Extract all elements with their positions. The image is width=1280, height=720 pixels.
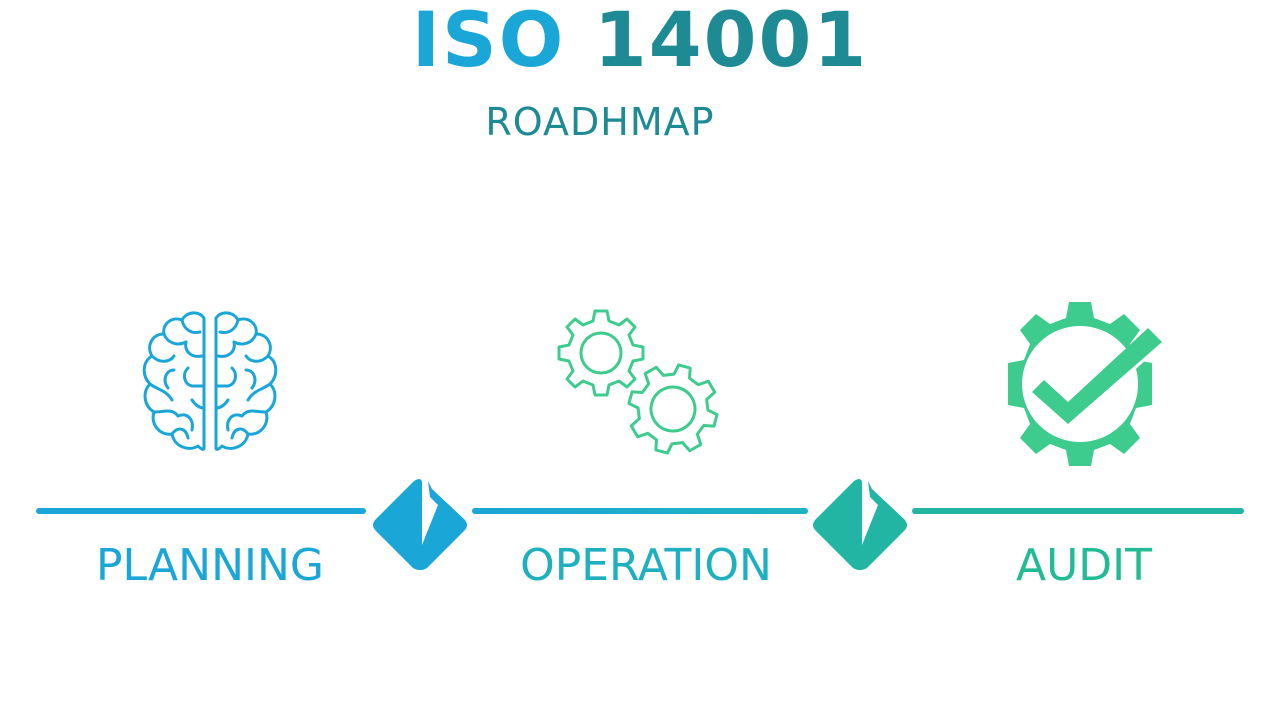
- gear-check-icon: [1008, 302, 1168, 466]
- brain-icon: [142, 311, 278, 451]
- stage-label-planning: PLANNING: [96, 540, 324, 591]
- page-subtitle: ROADHMAP: [485, 100, 715, 144]
- title-number: 14001: [593, 0, 869, 84]
- stage-label-audit: AUDIT: [1015, 540, 1153, 591]
- diamond-marker-icon: [813, 479, 907, 570]
- gears-icon: [557, 309, 719, 455]
- timeline-segment-2: [472, 508, 808, 514]
- timeline-segment-1: [36, 508, 366, 514]
- page-title: ISO 14001: [0, 0, 1280, 80]
- timeline-segment-3: [912, 508, 1244, 514]
- title-iso: ISO: [411, 0, 566, 84]
- diamond-marker-icon: [373, 479, 467, 570]
- stage-label-operation: OPERATION: [520, 540, 772, 591]
